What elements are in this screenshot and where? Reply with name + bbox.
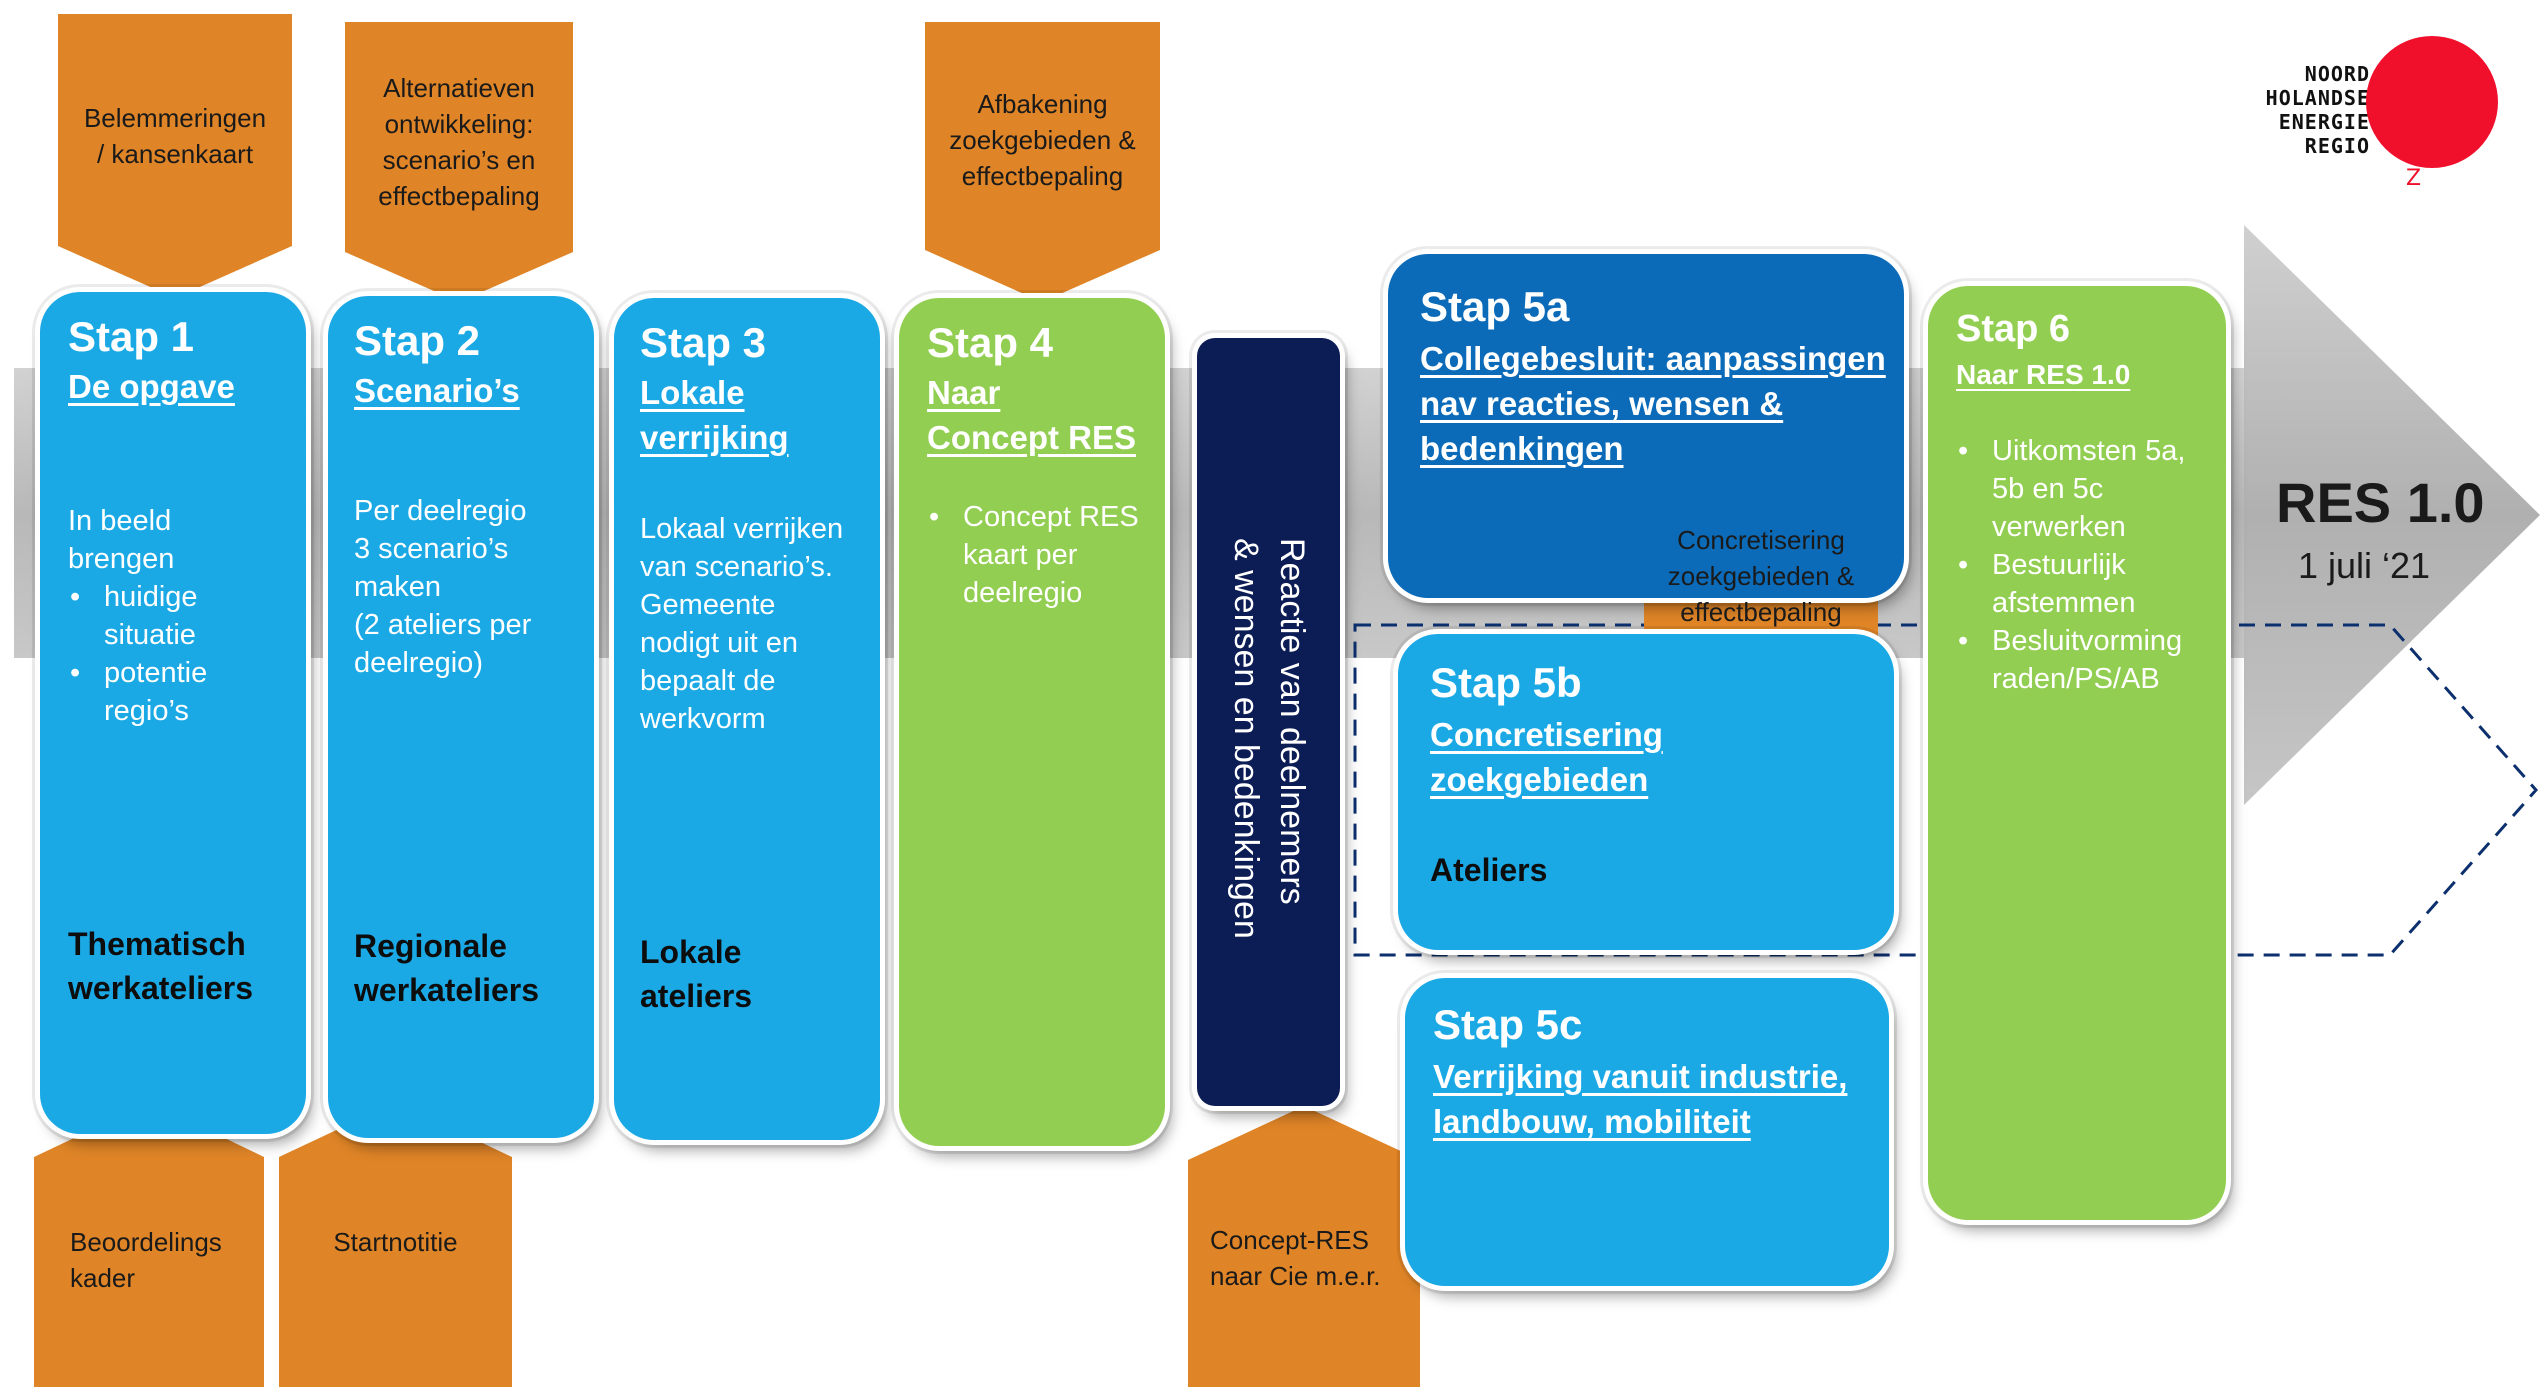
input-top2-shape (345, 22, 573, 302)
step6-title: Stap 6 (1956, 308, 2071, 350)
step6-subtitle: Naar RES 1.0 (1956, 359, 2131, 390)
input-bottom-reactie-shape (1188, 1106, 1420, 1387)
input-top4-shape (925, 22, 1160, 302)
logo-mark: Z (2406, 166, 2422, 191)
reactie-card: Reactie van deelnemers& wensen en bedenk… (1197, 338, 1340, 1106)
final-title: RES 1.0 (2276, 471, 2485, 534)
input-bottom2-shape (279, 1102, 512, 1387)
step1-title: Stap 1 (68, 313, 195, 360)
input-bottom1-shape (34, 1102, 264, 1387)
step3-title: Stap 3 (640, 319, 767, 366)
step4-title: Stap 4 (927, 319, 1054, 366)
step5c-title: Stap 5c (1433, 1001, 1583, 1048)
reactie-text: Reactie van deelnemers& wensen en bedenk… (1227, 538, 1311, 939)
logo-circle (2366, 36, 2498, 168)
input-top1-shape (58, 14, 292, 298)
step5b-title: Stap 5b (1430, 659, 1582, 706)
input-bottom2-text: Startnotitie (333, 1227, 458, 1257)
step2-subtitle: Scenario’s (354, 372, 520, 409)
step5b-format: Ateliers (1430, 852, 1548, 888)
step6-card: Stap 6 Naar RES 1.0 Uitkomsten 5a,5b en … (1928, 286, 2226, 1220)
step1-subtitle: De opgave (68, 368, 235, 405)
step5c-subtitle: Verrijking vanuit industrie,landbouw, mo… (1433, 1058, 1848, 1140)
input-top1-text: Belemmeringen/ kansenkaart (83, 103, 267, 169)
step5a-title: Stap 5a (1420, 283, 1570, 330)
step2-title: Stap 2 (354, 317, 481, 364)
final-date: 1 juli ‘21 (2298, 545, 2431, 586)
step5c-card: Stap 5c Verrijking vanuit industrie,land… (1405, 978, 1889, 1286)
